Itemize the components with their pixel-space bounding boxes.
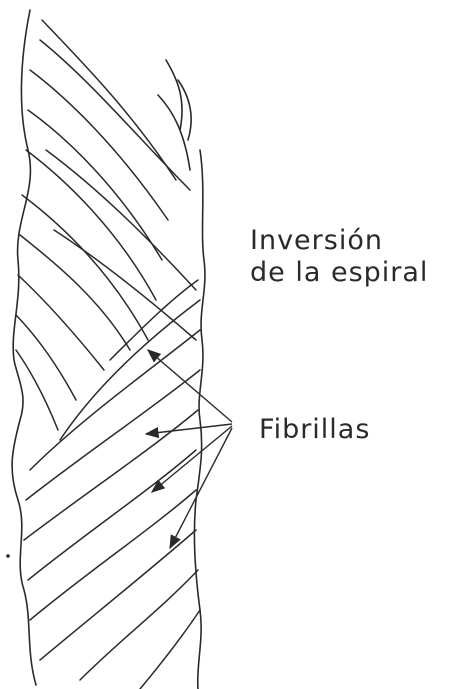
fibril-arrows [146, 350, 232, 548]
lower-spiral-strands [24, 280, 200, 689]
inversion-label-line2: de la espiral [250, 257, 428, 289]
inversion-label-line1: Inversión [250, 225, 428, 257]
stray-dot [6, 554, 10, 558]
inversion-label: Inversión de la espiral [250, 225, 428, 289]
fibrillas-label-text: Fibrillas [259, 414, 370, 446]
fibril-arrow-2 [146, 424, 232, 434]
fibril-arrow-1 [148, 350, 232, 422]
fibrillas-label: Fibrillas [259, 414, 370, 446]
